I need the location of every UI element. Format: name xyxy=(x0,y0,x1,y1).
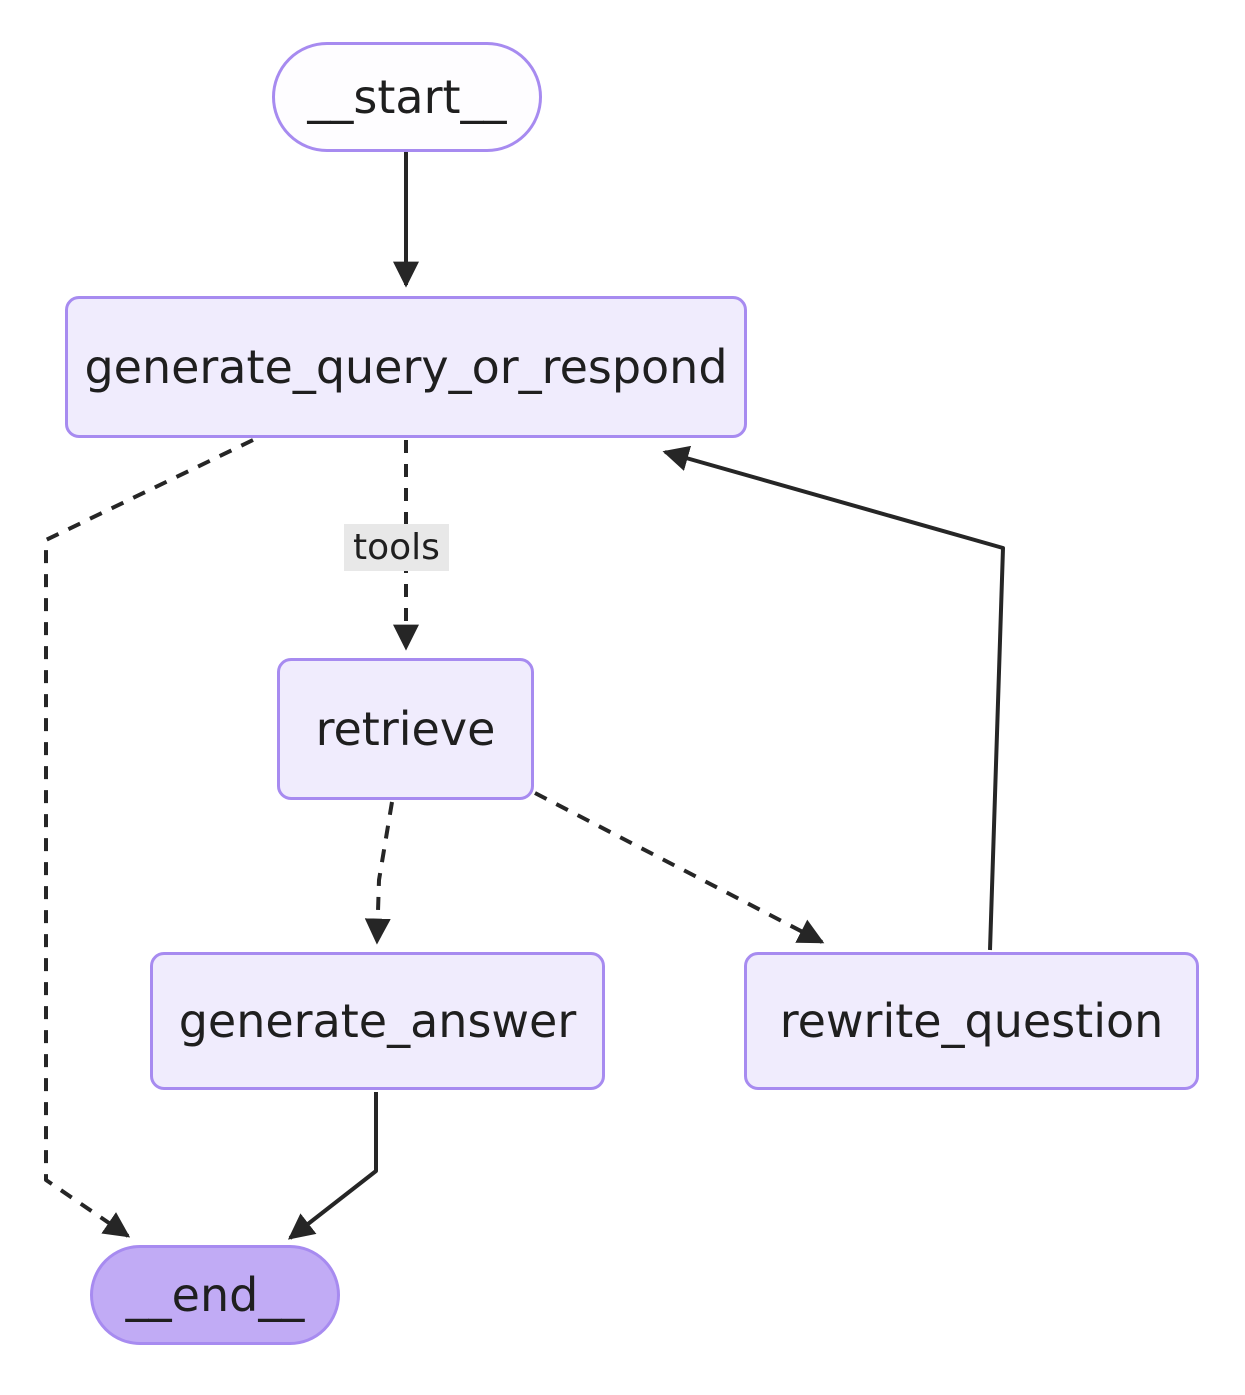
node-generate-answer-label: generate_answer xyxy=(178,993,577,1048)
edge-generate-to-end xyxy=(44,438,254,1238)
node-end[interactable]: __end__ xyxy=(90,1245,340,1345)
edge-rewrite-to-generate xyxy=(662,445,1005,951)
edge-retrieve-to-generate-answer xyxy=(364,801,394,945)
node-retrieve[interactable]: retrieve xyxy=(277,658,534,800)
edge-label-tools: tools xyxy=(344,524,449,571)
node-generate-answer[interactable]: generate_answer xyxy=(150,952,605,1090)
node-generate-query-or-respond[interactable]: generate_query_or_respond xyxy=(65,296,747,438)
edge-generate-answer-to-end xyxy=(287,1092,378,1240)
node-generate-query-or-respond-label: generate_query_or_respond xyxy=(84,339,728,394)
node-end-label: __end__ xyxy=(125,1267,305,1322)
node-start[interactable]: __start__ xyxy=(272,42,542,152)
node-rewrite-question-label: rewrite_question xyxy=(779,993,1164,1048)
node-start-label: __start__ xyxy=(307,69,507,124)
node-retrieve-label: retrieve xyxy=(315,701,496,756)
edges-group xyxy=(44,152,1005,1240)
node-rewrite-question[interactable]: rewrite_question xyxy=(744,952,1199,1090)
edge-retrieve-to-rewrite xyxy=(534,791,825,944)
